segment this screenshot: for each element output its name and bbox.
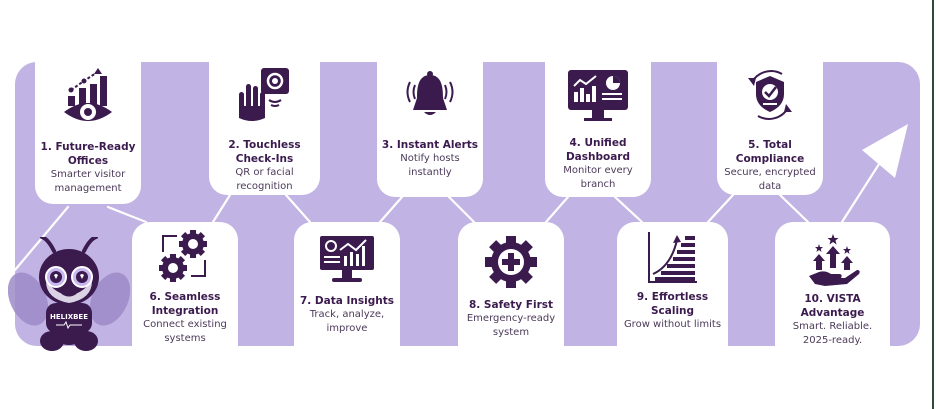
growth-eye-icon	[64, 68, 112, 121]
monitor-dashboard-icon	[568, 70, 628, 121]
analytics-monitor-icon	[320, 236, 374, 282]
hand-arrows-stars-icon	[808, 234, 860, 286]
card-total-compliance: 5. Total Compliance Secure, encrypted da…	[717, 62, 823, 195]
card-description: Connect existing systems	[143, 319, 227, 344]
card-effortless-scaling: 9. Effortless Scaling Grow without limit…	[617, 222, 728, 347]
card-description: Smarter visitor management	[50, 169, 126, 194]
touchless-hand-icon	[238, 68, 289, 121]
card-title: 4. Unified Dashboard	[565, 137, 631, 163]
card-unified-dashboard: 4. Unified Dashboard Monitor every branc…	[545, 62, 651, 197]
safety-gear-cross-icon	[485, 236, 537, 288]
card-vista-advantage: 10. VISTA Advantage Smart. Reliable. 202…	[775, 222, 890, 347]
card-description: Monitor every branch	[563, 165, 633, 190]
card-data-insights: 7. Data Insights Track, analyze, improve	[294, 222, 400, 347]
card-description: Grow without limits	[623, 319, 722, 330]
card-seamless-integration: 6. Seamless Integration Connect existing…	[132, 222, 238, 347]
card-description: Secure, encrypted data	[724, 167, 816, 192]
scaling-stairs-icon	[647, 232, 697, 283]
card-instant-alerts: 3. Instant Alerts Notify hosts instantly	[377, 62, 483, 197]
card-touchless-check-ins: 2. Touchless Check-Ins QR or facial reco…	[209, 62, 320, 195]
card-description: Emergency-ready system	[466, 313, 556, 338]
edge-line	[932, 0, 934, 409]
card-safety-first: 8. Safety First Emergency-ready system	[458, 222, 564, 347]
ringing-bell-icon	[406, 71, 454, 115]
card-title: 7. Data Insights	[299, 295, 394, 307]
card-title: 10. VISTA Advantage	[800, 293, 865, 319]
card-future-ready-offices: 1. Future-Ready Offices Smarter visitor …	[35, 62, 141, 204]
shield-check-icon	[748, 70, 792, 120]
gears-sync-icon	[159, 230, 207, 282]
card-description: Track, analyze, improve	[309, 309, 385, 334]
card-description: Smart. Reliable. 2025-ready.	[792, 321, 873, 346]
bee-mascot: HELIXBEE	[8, 237, 130, 351]
card-title: 2. Touchless Check-Ins	[228, 139, 301, 165]
card-description: Notify hosts instantly	[400, 153, 460, 178]
card-title: 6. Seamless Integration	[149, 291, 221, 317]
card-title: 5. Total Compliance	[735, 139, 805, 165]
card-title: 3. Instant Alerts	[381, 139, 479, 151]
mascot-label: HELIXBEE	[50, 313, 88, 321]
card-title: 1. Future-Ready Offices	[40, 141, 136, 167]
card-title: 8. Safety First	[468, 299, 554, 311]
card-title: 9. Effortless Scaling	[636, 291, 709, 317]
card-description: QR or facial recognition	[235, 167, 294, 192]
bee-wings	[8, 272, 130, 326]
